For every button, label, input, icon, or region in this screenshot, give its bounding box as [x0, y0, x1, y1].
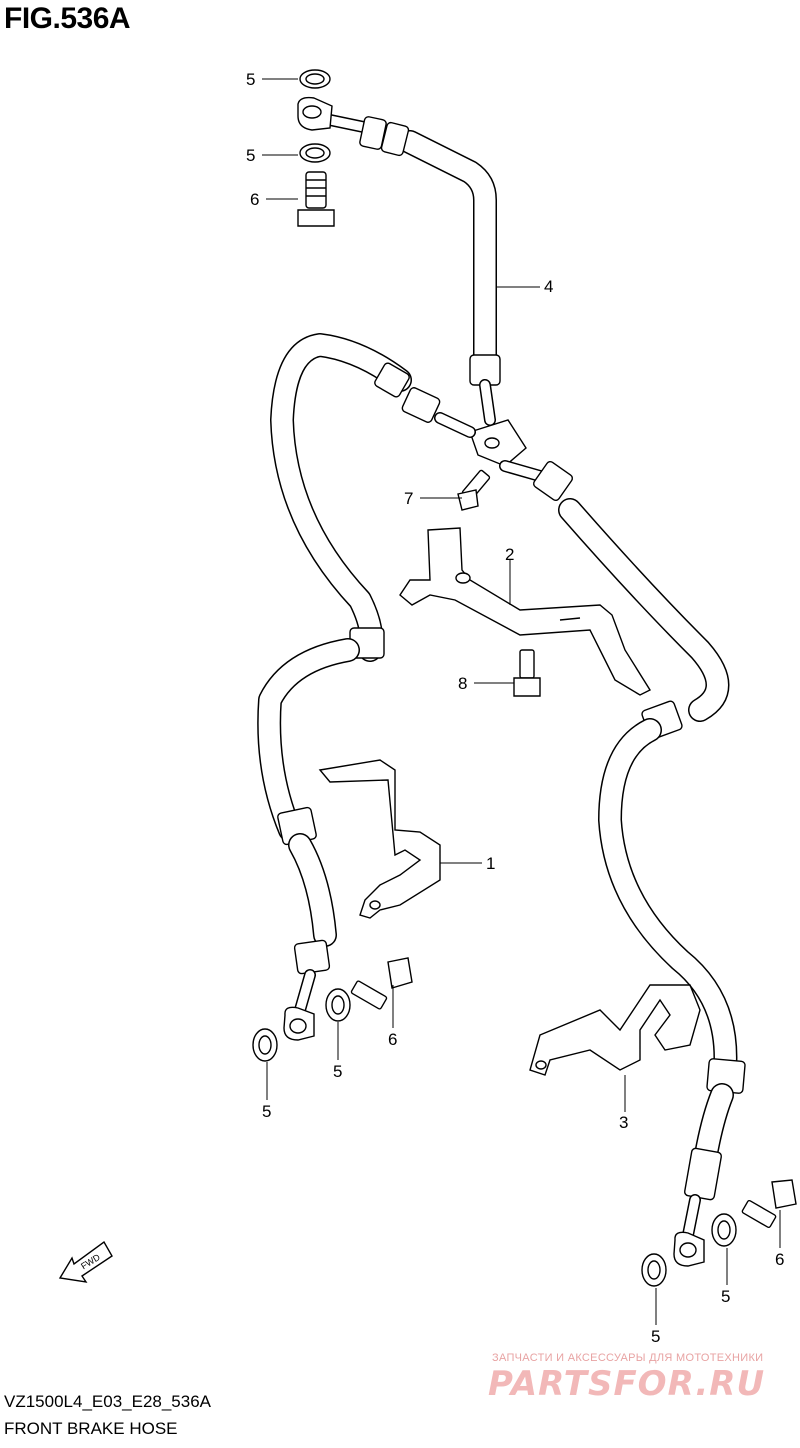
banjo-bolt-top: [297, 171, 335, 227]
callout-washer-top-2: 5: [246, 146, 255, 165]
callout-bracket-2: 2: [505, 545, 514, 564]
model-code: VZ1500L4_E03_E28_536A: [4, 1392, 212, 1411]
brake-hose-junction: [469, 419, 527, 467]
callout-bracket-1: 1: [486, 854, 495, 873]
callout-washer-right-2: 5: [651, 1327, 660, 1346]
fwd-arrow: FWD: [58, 1240, 113, 1283]
upper-brake-hose: [297, 96, 501, 426]
watermark-logo: PARTSFOR.RU: [488, 1364, 766, 1404]
callout-washer-top: 5: [246, 70, 255, 89]
callout-washer-middle: 5: [333, 1062, 342, 1081]
callout-bolt-8: 8: [458, 674, 467, 693]
callout-bracket-3: 3: [619, 1113, 628, 1132]
banjo-bolt-right: [741, 1179, 797, 1229]
right-brake-hose: [499, 460, 746, 1267]
callout-bolt-right: 6: [775, 1250, 784, 1269]
figure-title: FIG.536A: [4, 2, 131, 35]
callout-bolt-top: 6: [250, 190, 259, 209]
bolt-7: [457, 469, 491, 511]
bracket-1: [318, 759, 441, 919]
bolt-8: [513, 649, 541, 697]
left-brake-hose: [257, 333, 476, 1041]
callout-washer-right-1: 5: [721, 1287, 730, 1306]
callout-bolt-middle: 6: [388, 1030, 397, 1049]
callout-bolt-7: 7: [404, 489, 413, 508]
watermark-tagline: ЗАПЧАСТИ И АКСЕССУАРЫ ДЛЯ МОТОТЕХНИКИ: [492, 1352, 764, 1364]
callout-hose-4: 4: [544, 277, 553, 296]
bracket-3: [529, 984, 701, 1076]
bracket-2: [399, 527, 652, 696]
figure-caption: FRONT BRAKE HOSE: [4, 1419, 178, 1438]
callout-washer-left: 5: [262, 1102, 271, 1121]
banjo-bolt-middle: [350, 957, 413, 1010]
